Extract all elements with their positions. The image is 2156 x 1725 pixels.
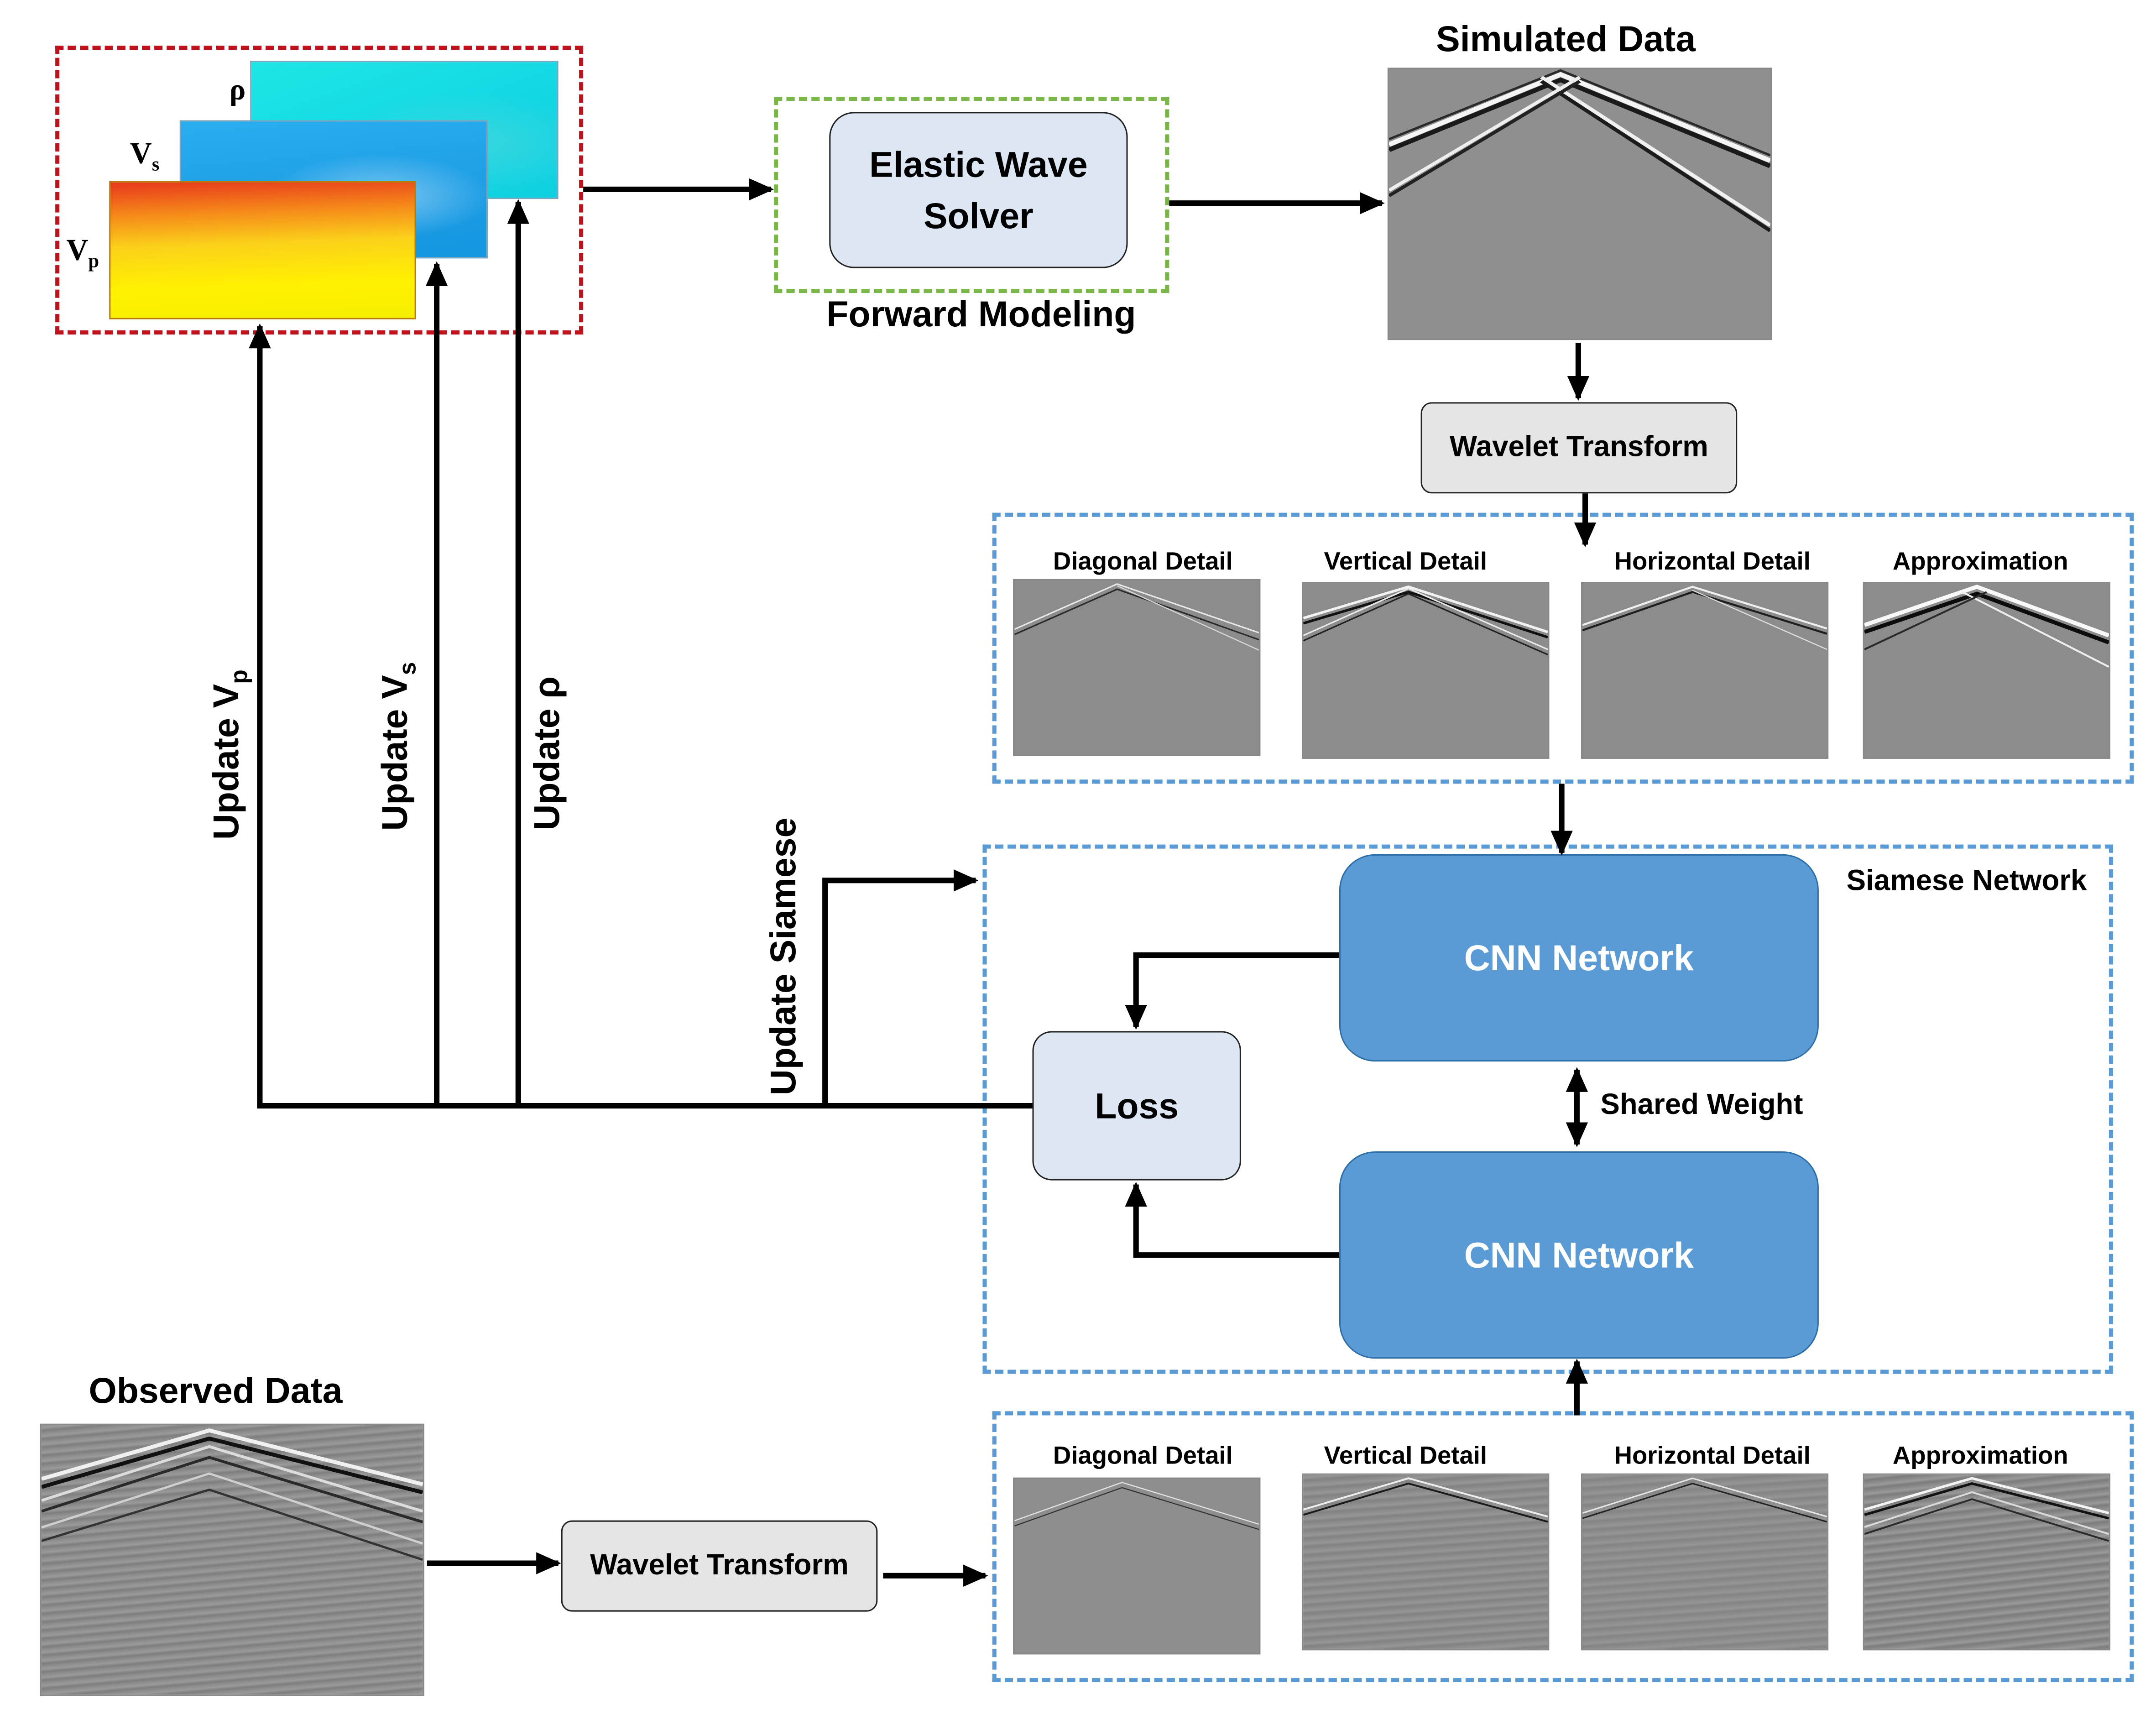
arrow-update-siamese (822, 869, 979, 1106)
obs-label-vertical: Vertical Detail (1324, 1442, 1488, 1469)
solver-label-line2: Solver (923, 194, 1034, 236)
siamese-network-title: Siamese Network (1846, 865, 2087, 897)
simulated-data-title: Simulated Data (1436, 18, 1696, 60)
wavelet-transform-simulated: Wavelet Transform (1420, 402, 1738, 494)
obs-approximation-image (1863, 1473, 2110, 1651)
arrow-cnn-bottom-to-loss (1125, 1181, 1339, 1258)
cnn-network-top: CNN Network (1339, 854, 1819, 1062)
obs-vertical-detail-image (1302, 1473, 1550, 1651)
vs-symbol: Vs (130, 135, 160, 176)
sim-horizontal-detail-image (1581, 582, 1829, 759)
arrow-cnn-top-to-loss (1125, 952, 1339, 1030)
sim-label-approximation: Approximation (1892, 547, 2068, 575)
obs-label-diagonal: Diagonal Detail (1053, 1442, 1233, 1469)
sim-label-vertical: Vertical Detail (1324, 547, 1488, 575)
observed-components-box (992, 1411, 2134, 1683)
sim-vertical-detail-image (1302, 582, 1550, 759)
obs-horizontal-detail-image (1581, 1473, 1829, 1651)
observed-data-title: Observed Data (89, 1370, 343, 1411)
siamese-network-box (982, 844, 2114, 1374)
cnn-network-bottom: CNN Network (1339, 1151, 1819, 1359)
rho-symbol: ρ (229, 72, 246, 107)
forward-modeling-box (774, 97, 1169, 293)
vp-symbol: Vp (66, 232, 99, 273)
vp-model-map (109, 181, 416, 319)
sim-label-diagonal: Diagonal Detail (1053, 547, 1233, 575)
obs-label-horizontal: Horizontal Detail (1614, 1442, 1811, 1469)
obs-label-approximation: Approximation (1892, 1442, 2068, 1469)
forward-modeling-caption: Forward Modeling (826, 293, 1136, 335)
shared-weight-label: Shared Weight (1600, 1089, 1803, 1121)
simulated-components-box (992, 512, 2134, 784)
model-parameters-box (55, 45, 584, 335)
obs-diagonal-detail-image (1013, 1477, 1261, 1655)
loss-box: Loss (1032, 1031, 1241, 1181)
elastic-wave-solver-box: Elastic Wave Solver (829, 112, 1128, 268)
sim-diagonal-detail-image (1013, 579, 1261, 756)
simulated-seismogram (1387, 68, 1772, 340)
observed-seismogram (40, 1423, 424, 1696)
sim-approximation-image (1863, 582, 2110, 759)
wavelet-transform-observed: Wavelet Transform (561, 1520, 878, 1612)
solver-label-line1: Elastic Wave (869, 143, 1088, 185)
sim-label-horizontal: Horizontal Detail (1614, 547, 1811, 575)
